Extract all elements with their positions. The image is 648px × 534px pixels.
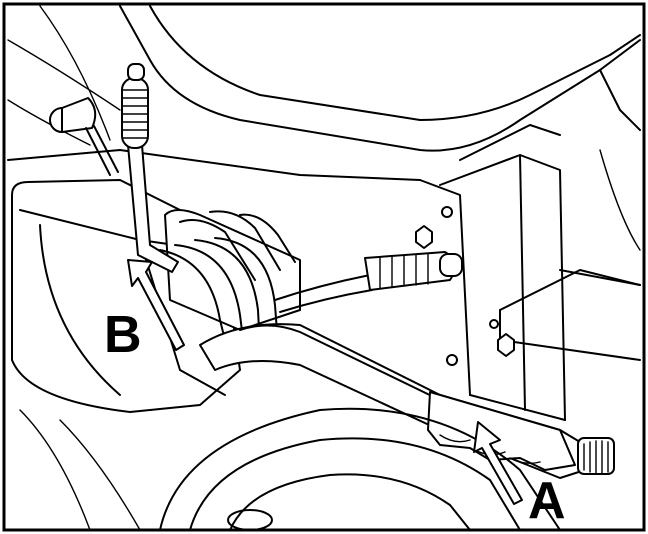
bolt-upper <box>415 225 433 249</box>
lever-middle <box>274 251 463 313</box>
bolt-lower <box>489 319 515 357</box>
chassis <box>7 124 641 421</box>
arrow-b <box>127 259 185 351</box>
callout-a: A <box>528 472 566 530</box>
engine-hood <box>7 5 641 152</box>
arrow-a <box>473 421 523 505</box>
callout-b: B <box>104 306 142 364</box>
small-lever <box>49 97 119 176</box>
curved-levers <box>159 237 279 361</box>
lever-b <box>121 63 179 273</box>
